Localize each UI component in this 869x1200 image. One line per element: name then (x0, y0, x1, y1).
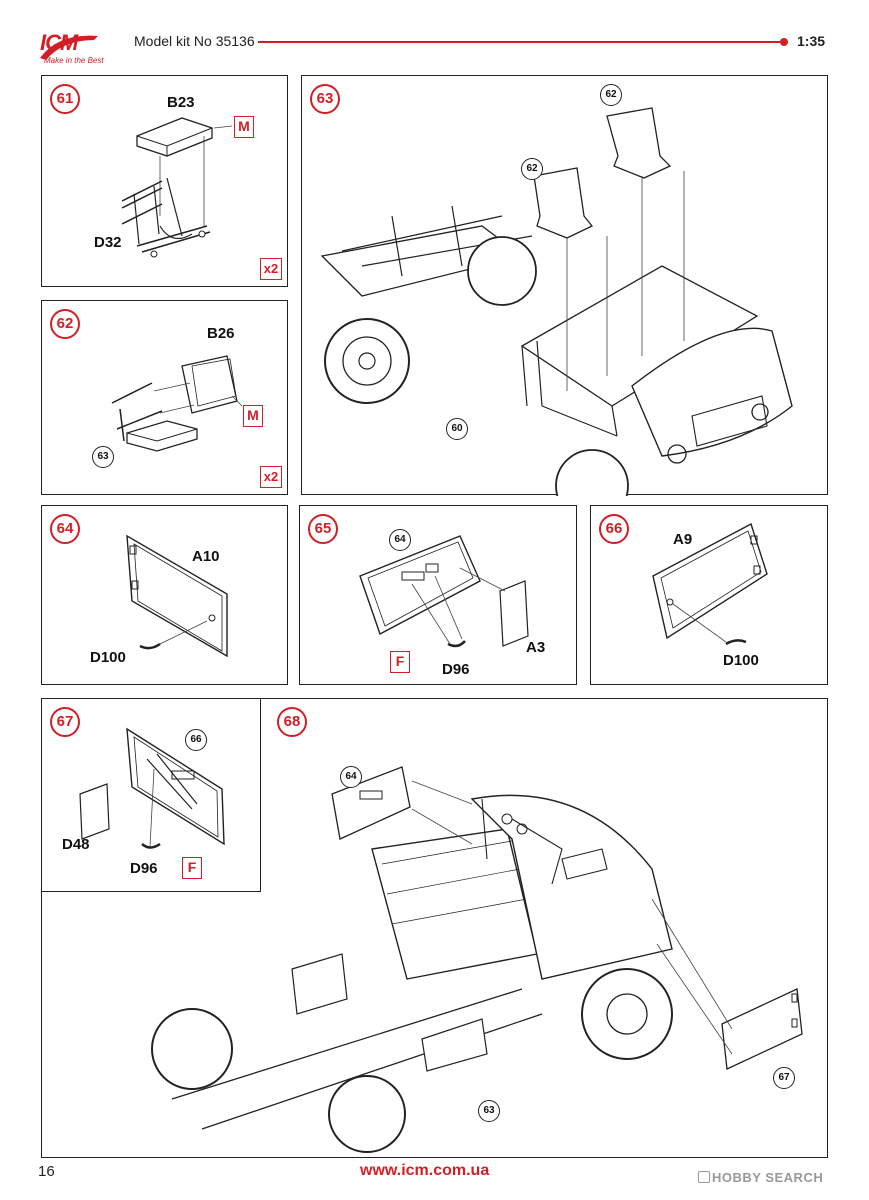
website-link[interactable]: www.icm.com.ua (360, 1162, 490, 1179)
part-label-d48: D48 (62, 836, 90, 853)
step-number: 65 (308, 514, 338, 544)
step-63-panel: 63 62 62 60 (301, 75, 828, 496)
step-number: 62 (50, 309, 80, 339)
step-62-panel: 62 B26 M 63 x2 (41, 300, 288, 495)
seat-assembly-drawing (111, 355, 243, 452)
step-number: 64 (50, 514, 80, 544)
glue-tag: M (243, 405, 263, 427)
vehicle-panel-install-drawing (151, 766, 803, 1153)
ref-step-62-front: 62 (521, 158, 543, 180)
part-label-d32: D32 (94, 234, 122, 251)
ref-step-67: 67 (773, 1067, 795, 1089)
step-66-panel: 66 A9 D100 (590, 505, 828, 685)
glue-tag: M (234, 116, 254, 138)
seat-assembly-drawing (121, 117, 233, 258)
header-rule-end (780, 38, 788, 46)
step-number: 68 (277, 707, 307, 737)
ref-step-64: 64 (389, 529, 411, 551)
material-tag: F (390, 651, 410, 673)
logo-tagline: Make in the Best (44, 56, 104, 65)
panel-assembly-drawing (652, 522, 768, 646)
panel-assembly-drawing (359, 535, 529, 648)
step-number: 63 (310, 84, 340, 114)
part-label-d100: D100 (90, 649, 126, 666)
ref-step-63: 63 (92, 446, 114, 468)
panel-assembly-drawing (126, 534, 228, 658)
watermark-icon (698, 1171, 710, 1183)
ref-step-60: 60 (446, 418, 468, 440)
step-67-panel: 67 66 D48 D96 F (41, 698, 261, 892)
multiplier-tag: x2 (260, 258, 282, 280)
logo-text: ICM (40, 30, 78, 55)
page-header: ICM Make in the Best Model kit No 35136 … (0, 0, 869, 70)
panel-assembly-drawing (79, 727, 225, 849)
part-label-d96: D96 (130, 860, 158, 877)
multiplier-tag: x2 (260, 466, 282, 488)
watermark-text: HOBBY SEARCH (712, 1170, 824, 1185)
kit-title: Model kit No 35136 (134, 33, 255, 49)
page-number: 16 (38, 1163, 55, 1180)
step-65-panel: 65 64 A3 D96 F (299, 505, 577, 685)
part-label-a9: A9 (673, 531, 693, 548)
ref-step-63: 63 (478, 1100, 500, 1122)
step-61-panel: 61 B23 D32 M x2 (41, 75, 288, 287)
ref-step-62-rear: 62 (600, 84, 622, 106)
chassis-seat-install-drawing (320, 107, 793, 496)
icm-logo (40, 35, 98, 60)
step-number: 66 (599, 514, 629, 544)
part-label-d100: D100 (723, 652, 759, 669)
part-label-a10: A10 (192, 548, 220, 565)
step-number: 67 (50, 707, 80, 737)
material-tag: F (182, 857, 202, 879)
part-label-b26: B26 (207, 325, 235, 342)
part-label-a3: A3 (526, 639, 546, 656)
part-label-d96: D96 (442, 661, 470, 678)
part-label-b23: B23 (167, 94, 195, 111)
step-64-panel: 64 A10 D100 (41, 505, 288, 685)
ref-step-66: 66 (185, 729, 207, 751)
step-number: 61 (50, 84, 80, 114)
header-rule (258, 41, 782, 43)
scale-label: 1:35 (797, 33, 826, 49)
ref-step-64: 64 (340, 766, 362, 788)
